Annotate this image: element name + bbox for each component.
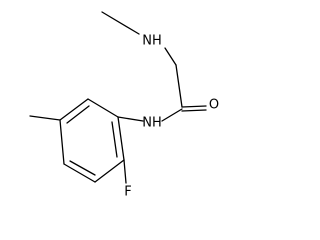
bond-carbonyl-double-a (181, 105, 207, 108)
molecule-structure: NH O NH F (29, 11, 219, 200)
ring-bond-6 (87, 98, 119, 118)
ring-bond-5-inner (66, 105, 90, 124)
bond-nh-ring (117, 116, 144, 122)
bond-ch2-carbonyl (175, 64, 183, 108)
ring-bond-3 (63, 163, 96, 183)
bond-n-ch2 (164, 47, 177, 66)
bond-ring-methyl (29, 115, 61, 121)
amide-nh-label: NH (142, 116, 162, 131)
ring-bond-4 (59, 119, 65, 165)
bond-nmethyl (101, 11, 140, 35)
ring-bond-2 (94, 159, 125, 183)
ring-bond-5 (59, 98, 89, 121)
bond-carbonyl-double-b (181, 109, 207, 112)
bond-ring-fluorine (123, 159, 127, 184)
ring-bond-3-inner (69, 160, 96, 176)
ring-bond-1-inner (111, 121, 118, 158)
bond-carbonyl-nh (161, 108, 183, 122)
ring-bond-1 (117, 116, 125, 161)
oxygen-label: O (209, 98, 219, 113)
amine-nh-label: NH (142, 34, 162, 49)
fluorine-label: F (124, 185, 131, 200)
